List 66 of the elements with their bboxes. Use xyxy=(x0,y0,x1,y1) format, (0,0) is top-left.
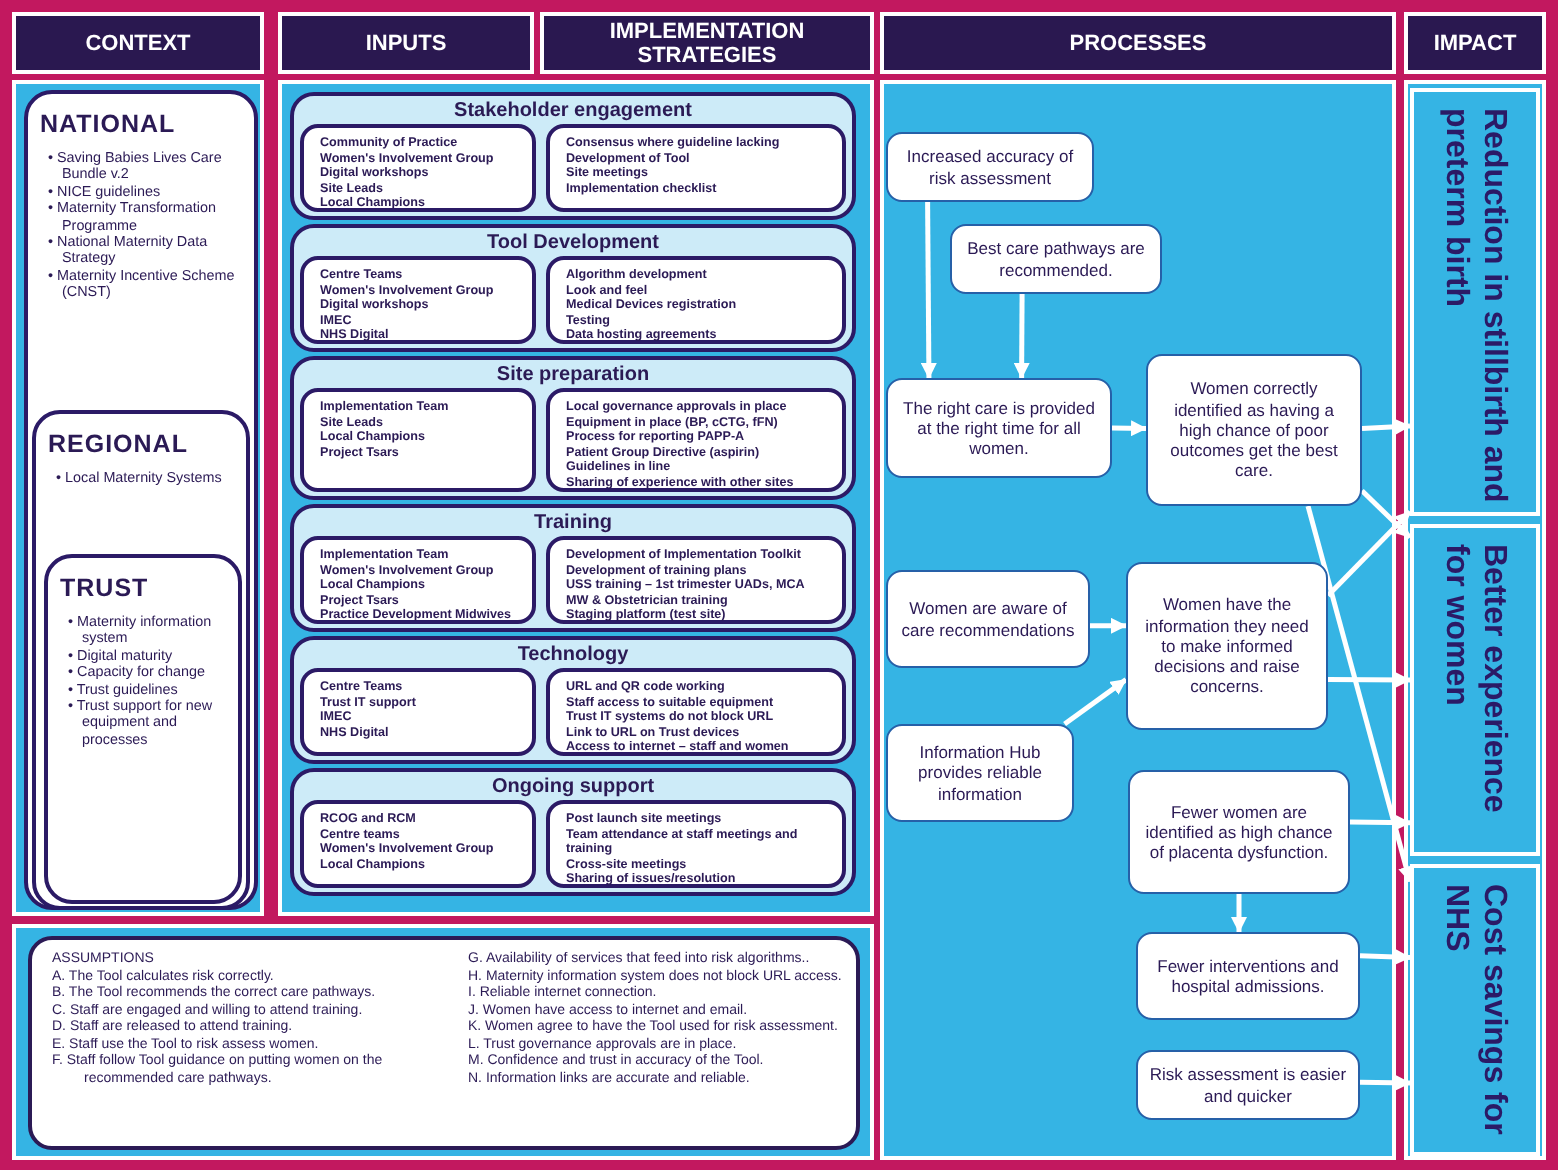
context-panel xyxy=(32,410,250,910)
group-heading: Site preparation xyxy=(494,364,652,388)
column-header: INPUTS xyxy=(278,12,534,74)
strategy-group xyxy=(290,224,856,352)
arrow xyxy=(1360,489,1412,540)
arrow xyxy=(1111,420,1147,437)
impact-text: Reduction in stillbirth and preterm birth xyxy=(1437,108,1513,507)
panel-heading: NATIONAL xyxy=(40,110,178,138)
list-box xyxy=(300,800,536,888)
assumptions-box xyxy=(28,936,860,1150)
arrow xyxy=(920,202,937,379)
arrow xyxy=(1361,418,1411,435)
process-box: Women are aware of care recommendations xyxy=(886,570,1090,668)
list-box xyxy=(546,800,846,888)
strategy-group xyxy=(290,92,856,220)
column-header: IMPACT xyxy=(1404,12,1546,74)
process-box: Fewer interventions and hospital admissions. xyxy=(1136,932,1360,1020)
panel-heading: REGIONAL xyxy=(48,430,190,458)
process-box: The right care is provided at the right time for all women. xyxy=(886,378,1112,478)
process-box: Increased accuracy of risk assessment xyxy=(886,132,1094,202)
arrow xyxy=(1326,509,1412,598)
group-heading: Tool Development xyxy=(485,232,661,256)
arrow xyxy=(1359,948,1411,965)
strategy-group xyxy=(290,504,856,632)
list-box xyxy=(546,536,846,624)
group-heading: Training xyxy=(532,512,614,536)
arrow xyxy=(1349,814,1411,831)
arrow xyxy=(1305,505,1414,883)
list-box xyxy=(300,388,536,492)
arrow xyxy=(1090,617,1127,634)
process-box: Risk assessment is easier and quicker xyxy=(1136,1050,1360,1120)
list-box xyxy=(300,536,536,624)
list-box xyxy=(546,124,846,212)
impact-text: Better experience for women xyxy=(1437,544,1513,817)
context-panel xyxy=(44,554,242,904)
arrow xyxy=(1013,294,1030,379)
process-box: Fewer women are identified as high chance of placenta dysfunction. xyxy=(1128,770,1350,894)
list-box xyxy=(300,124,536,212)
column-header: IMPLEMENTATION STRATEGIES xyxy=(540,12,874,74)
group-heading: Stakeholder engagement xyxy=(452,100,694,124)
arrow xyxy=(1328,671,1411,688)
arrow xyxy=(1359,1074,1411,1091)
process-box: Information Hub provides reliable information xyxy=(886,724,1074,822)
list-box xyxy=(546,668,846,756)
process-box: Best care pathways are recommended. xyxy=(950,224,1162,294)
process-box: Women have the information they need to make informed decisions and raise concerns. xyxy=(1126,562,1328,730)
impact-box xyxy=(1410,524,1540,856)
strategy-group xyxy=(290,356,856,500)
strategy-group xyxy=(290,768,856,896)
column-header: CONTEXT xyxy=(12,12,264,74)
panel-heading: TRUST xyxy=(60,574,151,602)
process-box: Women correctly identified as having a high chance of poor outcomes get the best care. xyxy=(1146,354,1362,506)
impact-text: Cost savings for NHS xyxy=(1437,884,1513,1139)
arrow xyxy=(1063,677,1128,727)
group-heading: Ongoing support xyxy=(489,776,657,800)
strategy-group xyxy=(290,636,856,764)
impact-box xyxy=(1410,88,1540,516)
list-box xyxy=(300,668,536,756)
list-box xyxy=(546,256,846,344)
impact-box xyxy=(1410,864,1540,1156)
list-box xyxy=(300,256,536,344)
context-panel xyxy=(24,90,258,910)
arrow xyxy=(1231,894,1247,933)
list-box xyxy=(546,388,846,492)
column-header: PROCESSES xyxy=(880,12,1396,74)
group-heading: Technology xyxy=(515,644,631,668)
